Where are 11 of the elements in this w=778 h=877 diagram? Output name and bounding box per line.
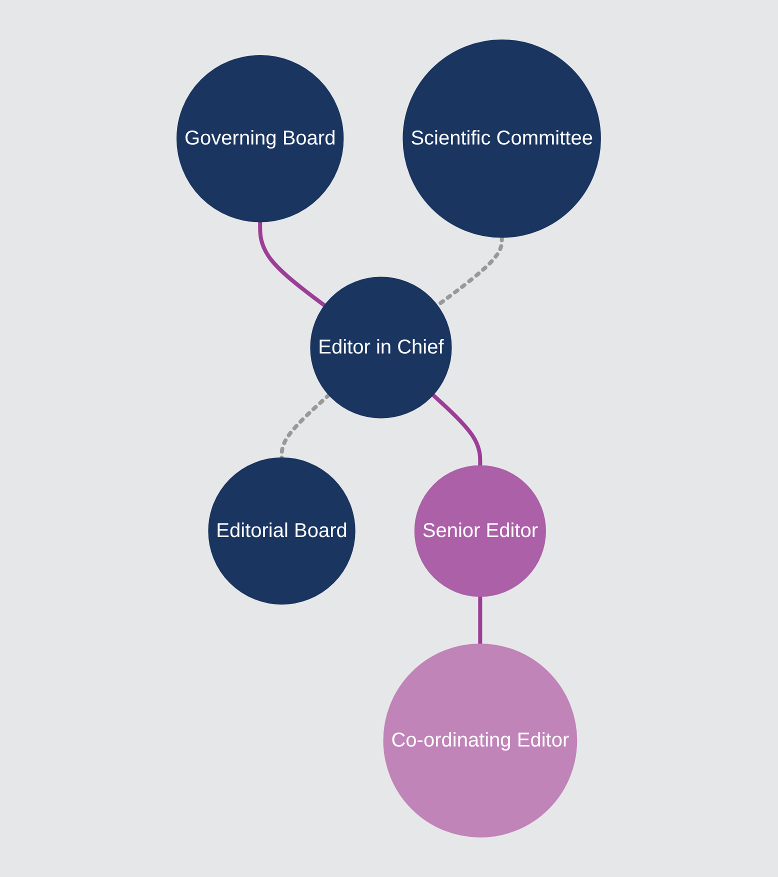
node-circle: Editor in Chief bbox=[310, 276, 452, 418]
node-circle: Senior Editor bbox=[414, 465, 546, 597]
connector bbox=[258, 222, 326, 308]
connector bbox=[478, 596, 482, 644]
connector bbox=[280, 392, 332, 460]
node-circle: Editorial Board bbox=[208, 457, 356, 605]
node-circle: Scientific Committee bbox=[402, 40, 602, 238]
node-circle: Governing Board bbox=[176, 55, 344, 222]
connector bbox=[436, 235, 504, 308]
node-circle: Co-ordinating Editor bbox=[384, 644, 578, 838]
connector bbox=[432, 393, 482, 466]
